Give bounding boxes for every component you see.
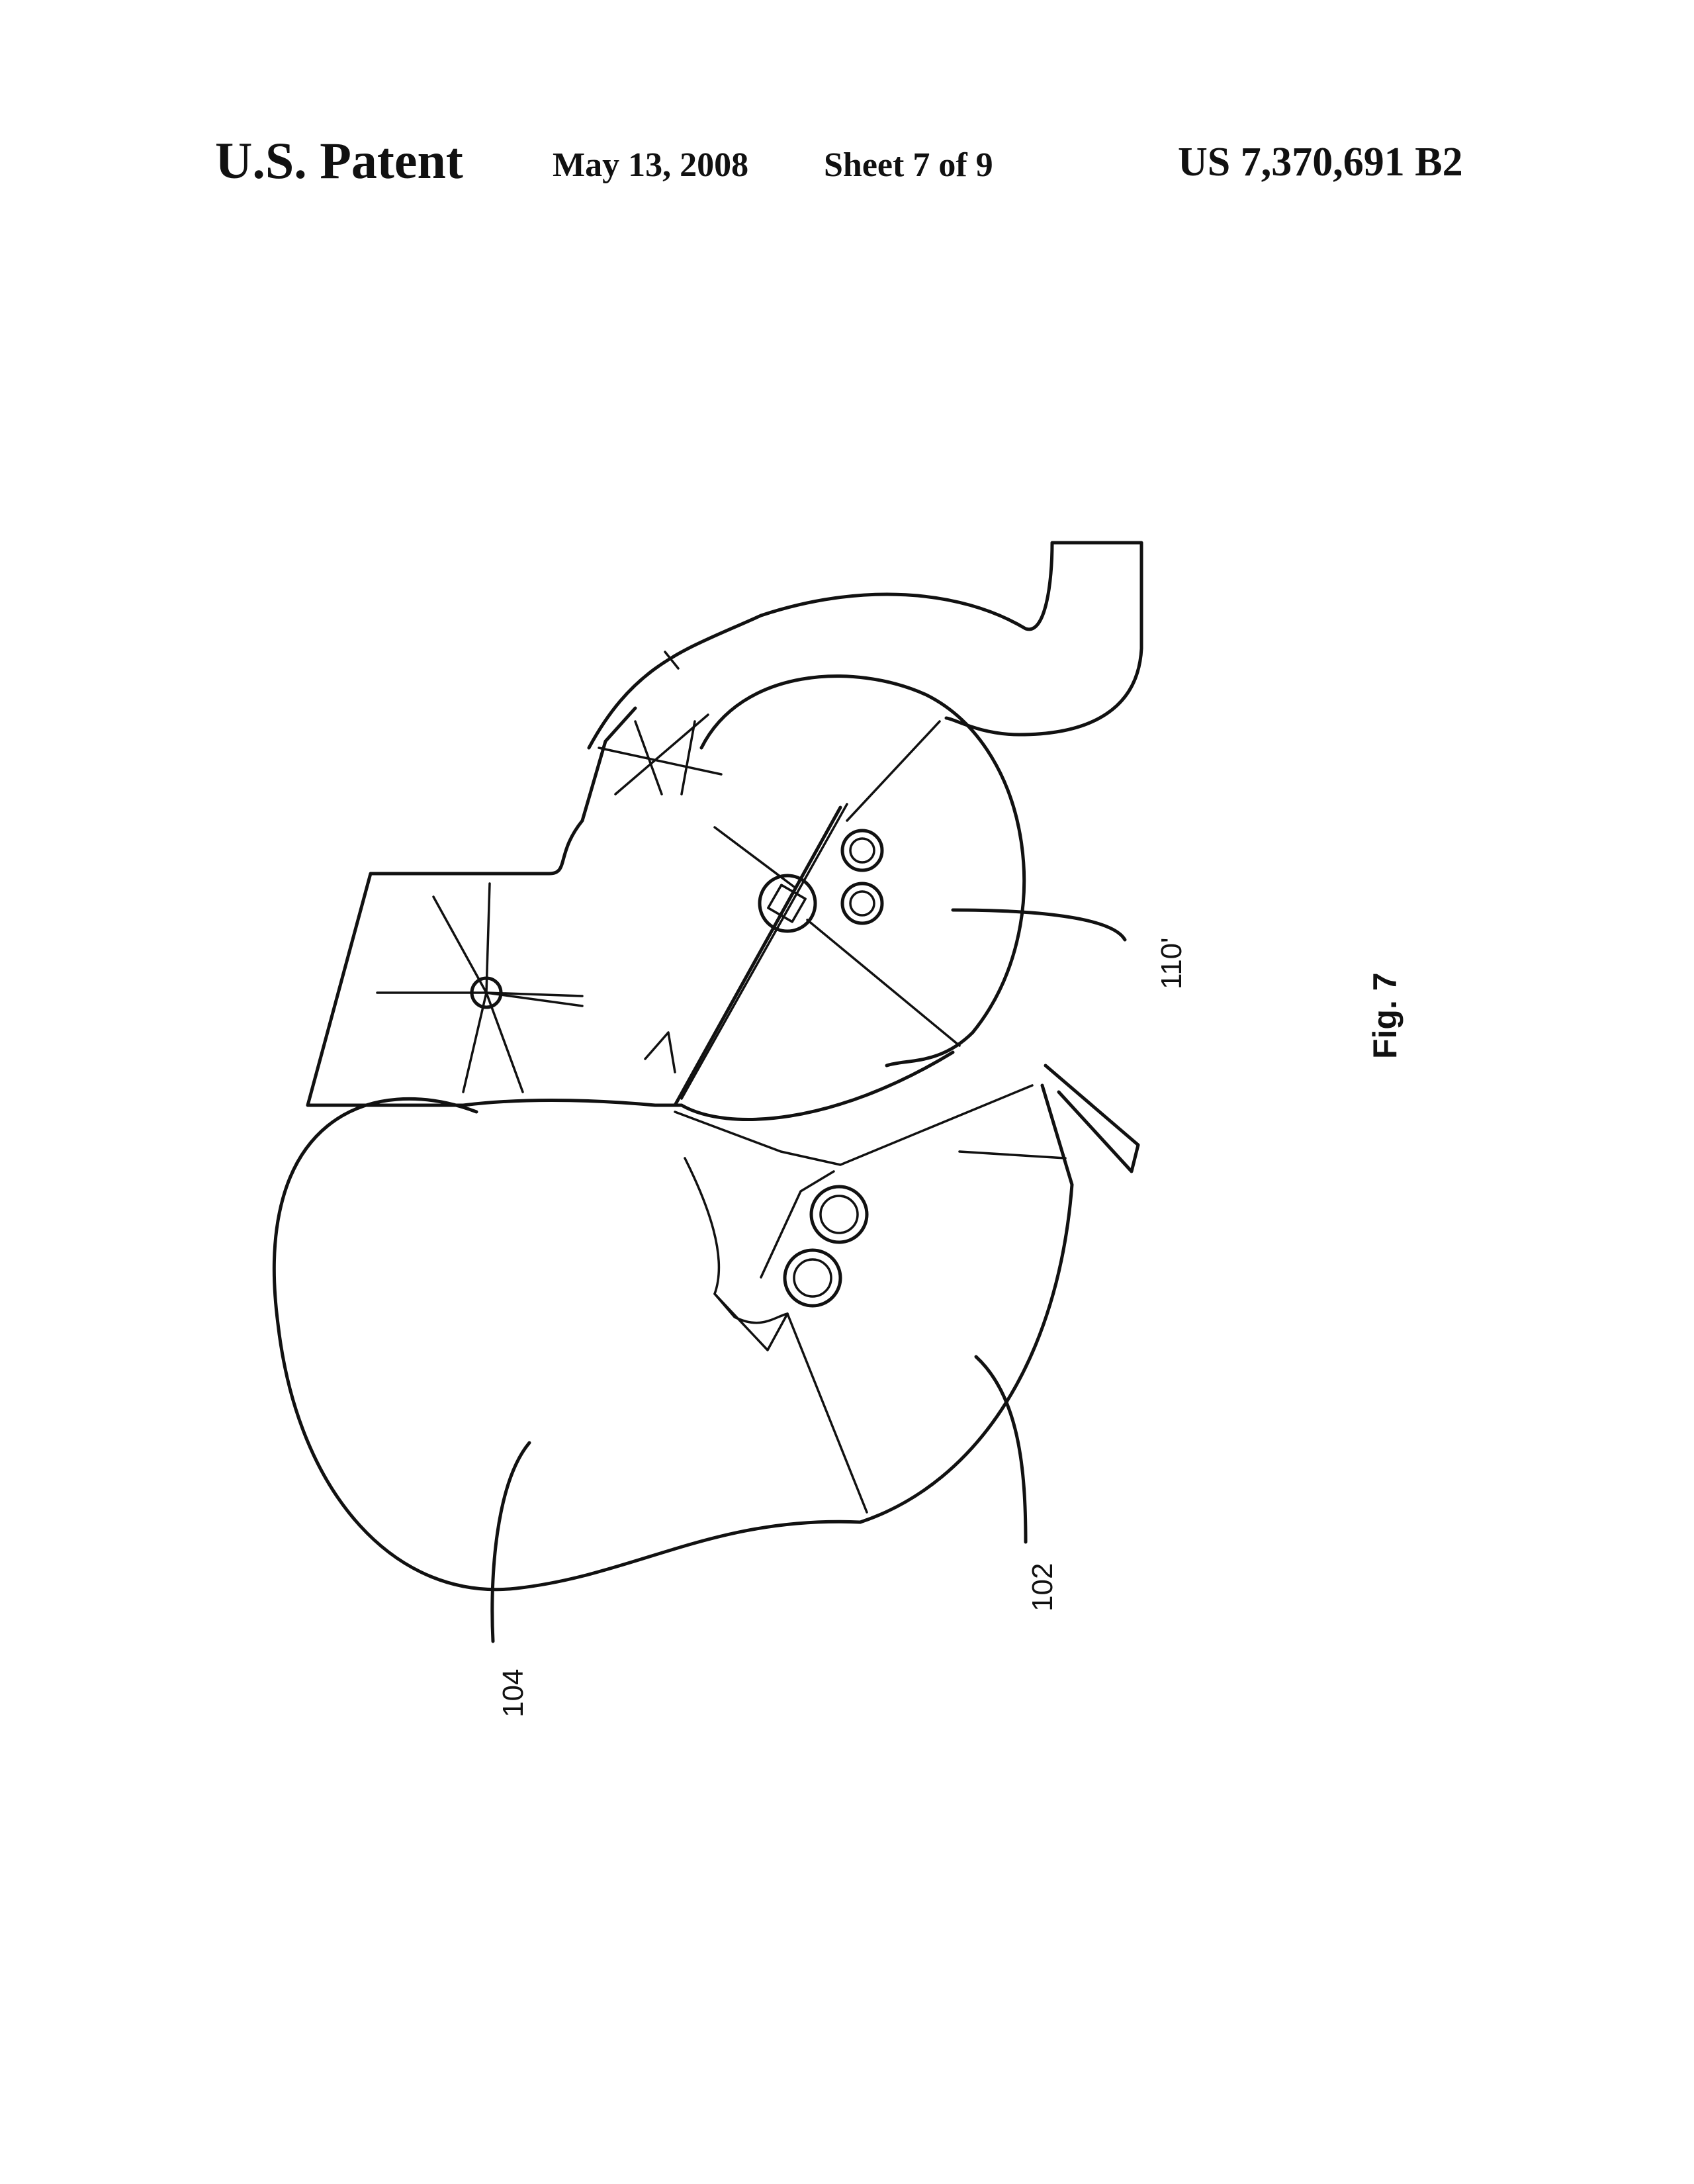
leader-line-110 <box>953 910 1125 940</box>
drum-110-radial-upper <box>847 721 940 821</box>
rotor-blades <box>377 884 582 1092</box>
upper-housing-outline <box>589 543 1141 748</box>
drum-pipe-outer-1 <box>842 831 882 870</box>
screen-grate <box>675 807 840 1105</box>
drum-110-radial-lower <box>807 920 959 1046</box>
chamber-102-inner-wall <box>685 1158 787 1323</box>
screen-bracket <box>645 1032 675 1072</box>
outlet-chute <box>1046 1066 1138 1171</box>
outlet-chute-marker <box>959 1152 1065 1158</box>
drum-110-radial-left <box>715 827 794 887</box>
reference-numeral-110-prime: 110' <box>1155 937 1188 989</box>
figure-label: Fig. 7 <box>1366 972 1404 1059</box>
leader-line-104 <box>492 1443 529 1641</box>
pipe-inner-2 <box>821 1196 858 1233</box>
pipe-inner-1 <box>794 1259 831 1297</box>
drum-pipe-inner-1 <box>850 839 874 862</box>
drum-pipe-outer-2 <box>842 884 882 923</box>
drum-pipe-inner-2 <box>850 891 874 915</box>
chamber-104-outline <box>274 1099 860 1589</box>
rotor-housing <box>308 708 682 1105</box>
chamber-102-divider <box>787 1314 867 1512</box>
screen-grate-parallel <box>682 804 847 1099</box>
reference-numeral-104: 104 <box>497 1669 529 1717</box>
reference-numeral-102: 102 <box>1026 1563 1059 1612</box>
